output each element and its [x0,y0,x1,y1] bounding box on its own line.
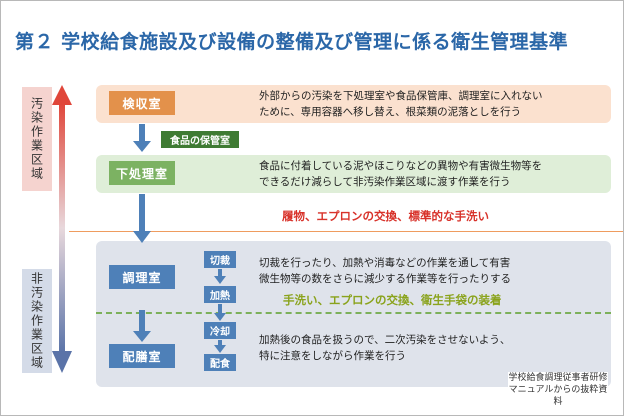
source-line1: 学校給食調理従事者研修 [508,373,608,383]
receiving-room-label: 検収室 [109,91,175,115]
arrow-cut-to-heat [214,269,226,284]
serving-room-label: 配膳室 [109,344,175,368]
step-cool: 冷却 [204,322,236,339]
serving-desc-line1: 加熱後の食品を扱うので、二次汚染をさせないよう、 [259,334,511,346]
zone-noncontaminated-label: 非汚染作業区域 [22,269,52,373]
step-cut: 切裁 [204,251,236,268]
arrow-cook-to-serve [133,310,151,342]
cooking-description: 切裁を行ったり、加熱や消毒などの作業を通して有害 微生物等の数をさらに減少する作… [259,255,511,287]
clean-boundary-note: 手洗い、エプロンの交換、衛生手袋の装着 [283,293,502,307]
cooking-room-label: 調理室 [109,265,175,289]
prep-room-label: 下処理室 [109,161,175,185]
receiving-desc-line1: 外部からの汚染を下処理室や食品保管庫、調理室に入れない [259,90,543,102]
zone-gradient-arrow [52,85,72,373]
source-line2: マニュアルからの抜粋資料 [508,385,608,407]
page-title: 第２ 学校給食施設及び設備の整備及び管理に係る衛生管理基準 [15,31,569,53]
stage-receiving-panel [96,85,611,123]
cooking-desc-line2: 微生物等の数をさらに減少する作業等を行ったりする [259,273,511,285]
storage-room-tag: 食品の保管室 [161,131,239,148]
arrow-receive-to-prep [133,124,151,152]
prep-desc-line2: できるだけ減らして非汚染作業区域に渡す作業を行う [259,176,511,188]
receiving-description: 外部からの汚染を下処理室や食品保管庫、調理室に入れない ために、専用容器へ移し替… [259,88,543,120]
receiving-desc-line2: ために、専用容器へ移し替え、根菜類の泥落としを行う [259,106,522,118]
cooking-desc-line1: 切裁を行ったり、加熱や消毒などの作業を通して有害 [259,257,511,269]
arrow-heat-to-cool [214,304,226,321]
zone-boundary-line [69,231,623,232]
clean-boundary-dashed-line [96,312,611,314]
zone-contaminated-label: 汚染作業区域 [22,87,52,191]
prep-description: 食品に付着している泥やほこりなどの異物や有害微生物等を できるだけ減らして非汚染… [259,158,542,190]
serving-desc-line2: 特に注意をしながら作業を行う [259,350,406,362]
arrow-cool-to-plate [214,340,226,353]
prep-desc-line1: 食品に付着している泥やほこりなどの異物や有害微生物等を [259,160,543,172]
stage-clean-panel [96,241,611,387]
serving-description: 加熱後の食品を扱うので、二次汚染をさせないよう、 特に注意をしながら作業を行う [259,332,510,364]
stage-prep-panel [96,155,611,193]
step-plate: 配食 [204,354,236,371]
step-heat: 加熱 [204,286,236,303]
arrow-prep-to-cook [133,194,151,243]
source-note: 学校給食調理従事者研修 マニュアルからの抜粋資料 [508,372,608,408]
zone-boundary-note: 履物、エプロンの交換、標準的な手洗い [282,209,489,223]
